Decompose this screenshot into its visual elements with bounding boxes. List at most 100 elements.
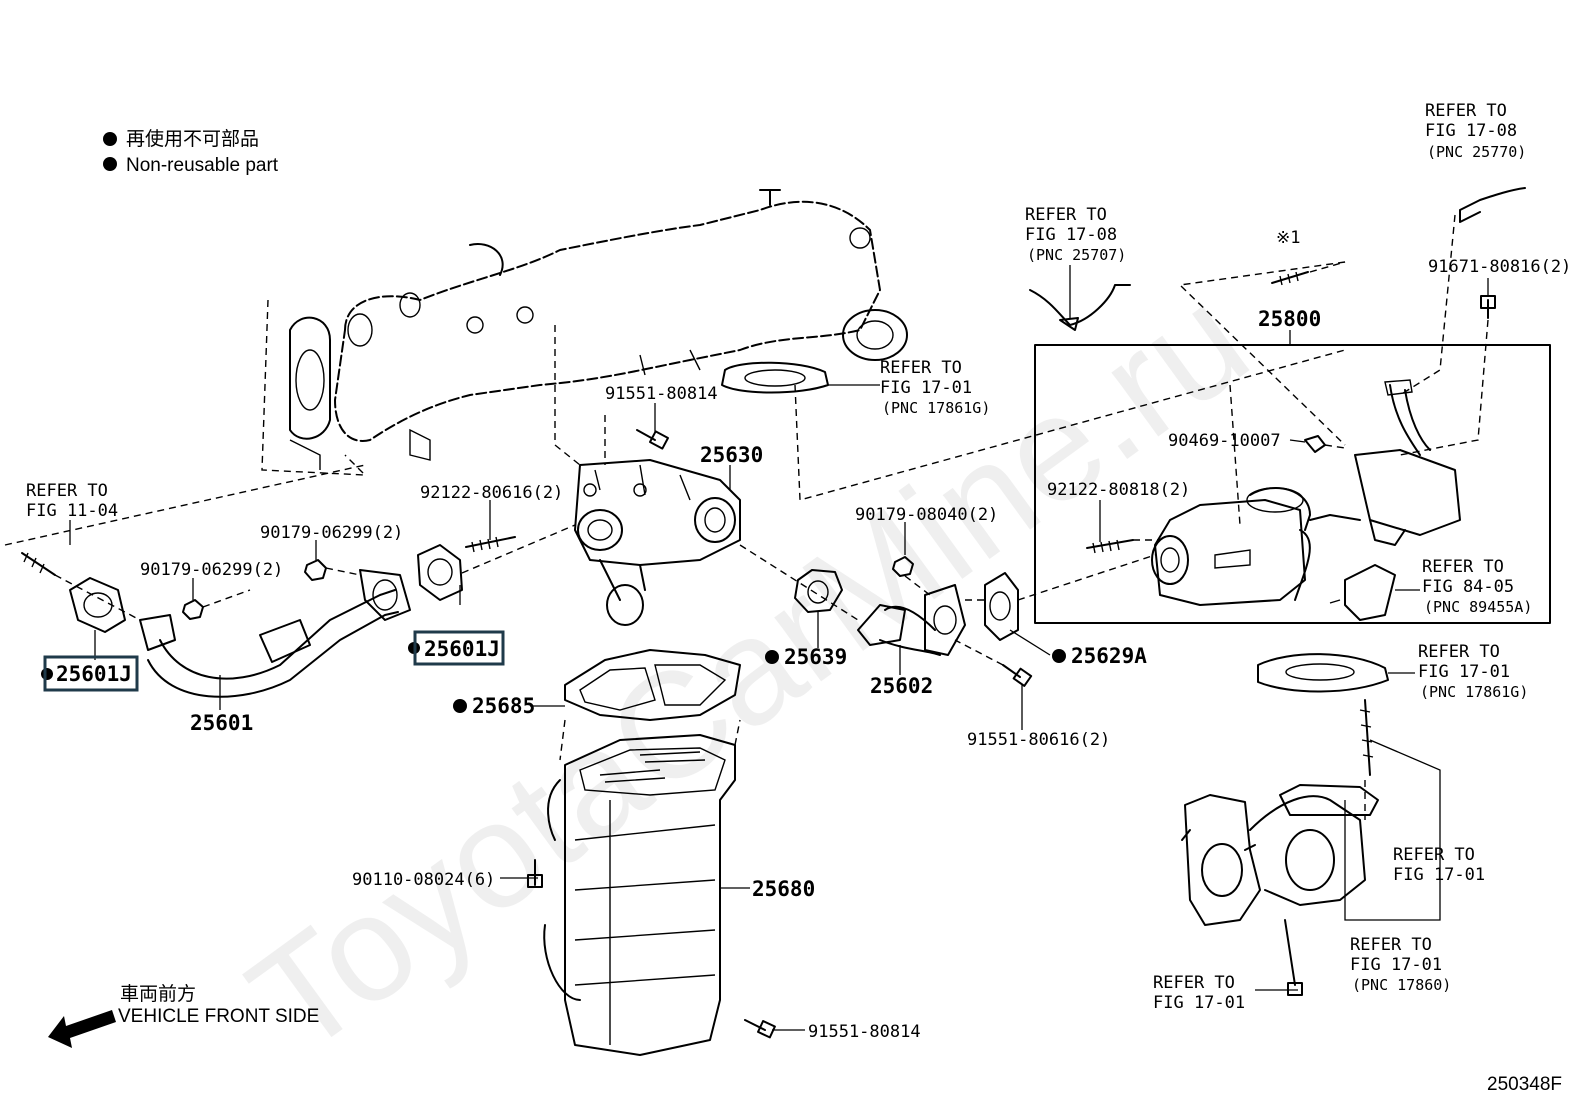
egr-valve-25630-drawing bbox=[574, 459, 741, 626]
refer-fig-17-01-a[interactable]: REFER TO FIG 17-01 (PNC 17861G) bbox=[880, 358, 990, 417]
svg-text:25629A: 25629A bbox=[1071, 644, 1147, 668]
sensor-89455a-drawing bbox=[1344, 564, 1396, 621]
part-25601[interactable]: 25601 bbox=[190, 711, 253, 735]
refer-fig-17-01-e[interactable]: REFER TO FIG 17-01 bbox=[1153, 973, 1245, 1013]
fastener-91551-80814-top[interactable]: 91551-80814 bbox=[605, 384, 718, 404]
svg-text:(PNC 89455A): (PNC 89455A) bbox=[1424, 598, 1532, 616]
fastener-91551-80616[interactable]: 91551-80616(2) bbox=[967, 730, 1110, 750]
svg-text:25601J: 25601J bbox=[424, 637, 500, 661]
non-reusable-dot-icon bbox=[103, 132, 117, 146]
svg-text:FIG 84-05: FIG 84-05 bbox=[1422, 577, 1514, 597]
part-25601j-right[interactable]: 25601J bbox=[408, 630, 505, 666]
svg-text:FIG 17-08: FIG 17-08 bbox=[1425, 121, 1517, 141]
egr-valve-25800-box bbox=[1034, 344, 1551, 624]
egr-cooler-25680-drawing bbox=[543, 734, 736, 1056]
svg-text:REFER TO: REFER TO bbox=[880, 358, 962, 378]
svg-text:FIG 17-08: FIG 17-08 bbox=[1025, 225, 1117, 245]
part-25602[interactable]: 25602 bbox=[870, 674, 933, 698]
assembly-lines bbox=[4, 214, 1489, 820]
fastener-90179-06299-b[interactable]: 90179-06299(2) bbox=[260, 523, 403, 543]
refer-fig-17-01-c[interactable]: REFER TO FIG 17-01 bbox=[1393, 845, 1485, 885]
svg-text:FIG 17-01: FIG 17-01 bbox=[1418, 662, 1510, 682]
nut-90179-06299-b-drawing bbox=[304, 559, 327, 581]
part-25629a[interactable]: 25629A bbox=[1052, 644, 1147, 668]
stud-17-01-drawing bbox=[1364, 699, 1371, 776]
part-25639[interactable]: 25639 bbox=[765, 645, 847, 669]
part-25680[interactable]: 25680 bbox=[752, 877, 815, 901]
svg-text:REFER TO: REFER TO bbox=[1418, 642, 1500, 662]
svg-text:(PNC 25707): (PNC 25707) bbox=[1027, 246, 1126, 264]
vehicle-front-direction: 車両前方 VEHICLE FRONT SIDE bbox=[48, 983, 319, 1048]
fastener-91671-80816[interactable]: 91671-80816(2) bbox=[1428, 257, 1571, 277]
stud-left-drawing bbox=[21, 552, 56, 576]
gasket-17861g-b-drawing bbox=[1257, 653, 1389, 693]
legend-japanese: 再使用不可部品 bbox=[126, 128, 259, 150]
svg-text:FIG 17-01: FIG 17-01 bbox=[1153, 993, 1245, 1013]
nut-90179-08040-drawing bbox=[892, 556, 914, 577]
intake-pipe-17860-drawing bbox=[1181, 784, 1379, 926]
fastener-92122-80818[interactable]: 92122-80818(2) bbox=[1047, 480, 1190, 500]
gasket-25629a-drawing bbox=[984, 572, 1019, 641]
stud-note1-drawing bbox=[1271, 271, 1309, 284]
clip-90469-10007-drawing bbox=[1304, 435, 1326, 453]
svg-text:FIG 17-01: FIG 17-01 bbox=[1393, 865, 1485, 885]
fastener-90469-10007[interactable]: 90469-10007 bbox=[1168, 431, 1281, 451]
note-1-mark: ※1 bbox=[1276, 228, 1300, 248]
nut-90179-06299-a-drawing bbox=[182, 599, 204, 620]
refer-fig-17-01-d[interactable]: REFER TO FIG 17-01 (PNC 17860) bbox=[1350, 935, 1451, 994]
svg-text:(PNC 17860): (PNC 17860) bbox=[1352, 976, 1451, 994]
direction-japanese: 車両前方 bbox=[120, 983, 196, 1005]
refer-fig-17-08-a[interactable]: REFER TO FIG 17-08 (PNC 25707) bbox=[1025, 205, 1126, 264]
svg-text:REFER TO: REFER TO bbox=[26, 481, 108, 501]
svg-text:(PNC 17861G): (PNC 17861G) bbox=[1420, 683, 1528, 701]
bolt-91551-80616-drawing bbox=[1002, 664, 1021, 678]
svg-text:REFER TO: REFER TO bbox=[1350, 935, 1432, 955]
svg-text:REFER TO: REFER TO bbox=[1422, 557, 1504, 577]
watermark: ToyotaCarMine.ru bbox=[220, 254, 1276, 1086]
svg-text:REFER TO: REFER TO bbox=[1425, 101, 1507, 121]
gasket-25601j-right-drawing bbox=[417, 544, 463, 601]
refer-fig-17-01-b[interactable]: REFER TO FIG 17-01 (PNC 17861G) bbox=[1418, 642, 1528, 701]
gasket-25639-drawing bbox=[794, 569, 843, 613]
svg-text:FIG 17-01: FIG 17-01 bbox=[1350, 955, 1442, 975]
gasket-25685-drawing bbox=[564, 649, 741, 721]
fastener-90179-08040[interactable]: 90179-08040(2) bbox=[855, 505, 998, 525]
bolt-17-01-drawing bbox=[1284, 919, 1296, 986]
gasket-25601j-left-drawing bbox=[69, 577, 126, 633]
svg-text:REFER TO: REFER TO bbox=[1153, 973, 1235, 993]
svg-text:(PNC 17861G): (PNC 17861G) bbox=[882, 399, 990, 417]
svg-text:25601J: 25601J bbox=[56, 662, 132, 686]
gasket-17861g-drawing bbox=[721, 361, 829, 394]
svg-text:25685: 25685 bbox=[472, 694, 535, 718]
egr-pipe-25601-drawing bbox=[139, 569, 411, 698]
part-25800[interactable]: 25800 bbox=[1258, 307, 1321, 331]
bolt-91551-80814-b-drawing bbox=[744, 1019, 766, 1031]
svg-text:REFER TO: REFER TO bbox=[1025, 205, 1107, 225]
direction-english: VEHICLE FRONT SIDE bbox=[118, 1006, 319, 1027]
refer-fig-11-04[interactable]: REFER TO FIG 11-04 bbox=[26, 481, 118, 521]
arrow-left-icon bbox=[48, 1010, 116, 1048]
legend-english: Non-reusable part bbox=[126, 155, 279, 176]
bolt-91551-80814-drawing bbox=[636, 429, 669, 450]
svg-text:FIG 17-01: FIG 17-01 bbox=[880, 378, 972, 398]
fastener-90179-06299-a[interactable]: 90179-06299(2) bbox=[140, 560, 283, 580]
part-25601j-left[interactable]: 25601J bbox=[41, 655, 139, 692]
egr-valve-25800-drawing bbox=[1151, 379, 1461, 606]
svg-text:REFER TO: REFER TO bbox=[1393, 845, 1475, 865]
hose-25707-drawing bbox=[1029, 284, 1131, 326]
stud-92122-80616-drawing bbox=[465, 536, 516, 553]
refer-fig-84-05[interactable]: REFER TO FIG 84-05 (PNC 89455A) bbox=[1422, 557, 1532, 616]
svg-text:(PNC 25770): (PNC 25770) bbox=[1427, 143, 1526, 161]
refer-fig-17-08-b[interactable]: REFER TO FIG 17-08 (PNC 25770) bbox=[1425, 101, 1526, 161]
intake-manifold-drawing bbox=[261, 189, 908, 476]
part-25630[interactable]: 25630 bbox=[700, 443, 763, 467]
fastener-92122-80616[interactable]: 92122-80616(2) bbox=[420, 483, 563, 503]
svg-text:25639: 25639 bbox=[784, 645, 847, 669]
fastener-90110-08024[interactable]: 90110-08024(6) bbox=[352, 870, 495, 890]
hose-25770-drawing bbox=[1459, 187, 1526, 223]
part-25685[interactable]: 25685 bbox=[453, 694, 535, 718]
svg-text:FIG 11-04: FIG 11-04 bbox=[26, 501, 118, 521]
leader-lines bbox=[69, 265, 1489, 1031]
fastener-91551-80814-bottom[interactable]: 91551-80814 bbox=[808, 1022, 921, 1042]
